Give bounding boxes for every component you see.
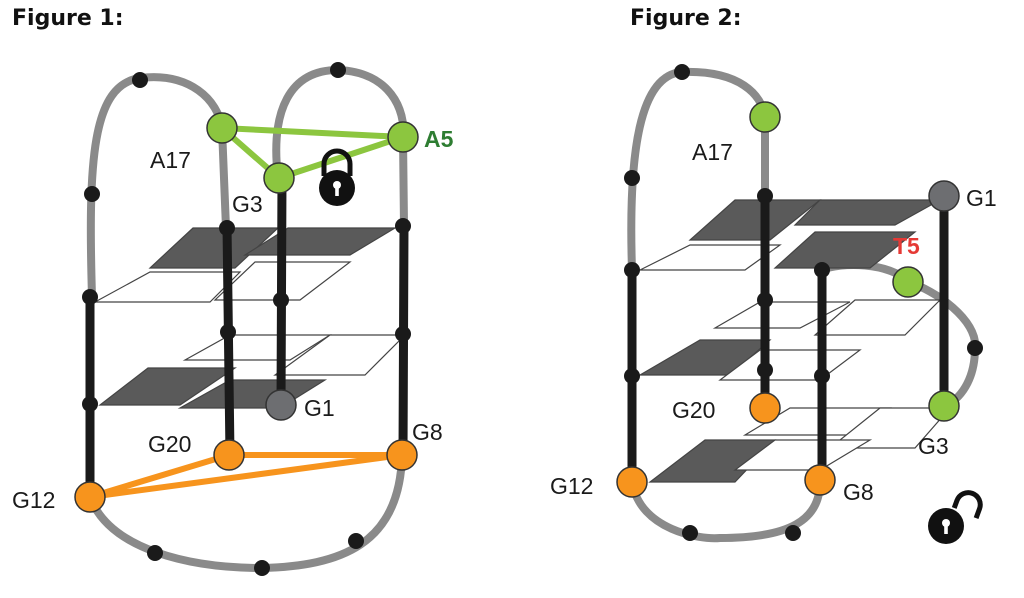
fig1-tetrad-top-dark-left bbox=[148, 227, 280, 269]
fig2-dot bbox=[785, 525, 801, 541]
figure-2-diagram: A17 G1 T5 G20 G3 G12 G8 bbox=[550, 64, 997, 544]
fig1-strand-mid-right bbox=[276, 173, 287, 410]
fig1-dot bbox=[84, 186, 100, 202]
fig2-tetrad-bottom-light-right bbox=[828, 407, 952, 449]
fig2-dot bbox=[624, 170, 640, 186]
fig2-node-g1 bbox=[928, 180, 960, 212]
fig1-dot bbox=[395, 326, 411, 342]
fig2-dot bbox=[814, 262, 830, 278]
fig2-node-g20 bbox=[749, 392, 781, 424]
fig2-node-a17 bbox=[749, 101, 781, 133]
figure-1-diagram: A17 A5 G3 G1 G20 G8 G12 bbox=[12, 62, 454, 576]
fig2-node-g3 bbox=[928, 390, 960, 422]
figure-2-title: Figure 2: bbox=[630, 6, 742, 31]
padlock-locked-icon bbox=[319, 148, 355, 206]
fig2-label-g3: G3 bbox=[918, 433, 949, 459]
fig2-dot bbox=[624, 262, 640, 278]
fig2-tetrad-top-light-left bbox=[639, 244, 782, 271]
fig1-label-a17: A17 bbox=[150, 147, 191, 173]
fig1-dot bbox=[147, 545, 163, 561]
fig1-node-g12 bbox=[74, 481, 106, 513]
fig2-label-g1: G1 bbox=[966, 185, 997, 211]
fig2-dot bbox=[682, 525, 698, 541]
fig1-tetrad-mid-light-left bbox=[182, 334, 333, 361]
fig1-left-top-loop bbox=[86, 73, 226, 301]
fig2-dot bbox=[757, 188, 773, 204]
fig2-tetrads bbox=[637, 199, 952, 483]
fig2-node-t5 bbox=[892, 266, 924, 298]
fig1-node-g3 bbox=[263, 162, 295, 194]
fig2-tetrad-bottom-dark-left bbox=[648, 439, 777, 483]
fig2-dot bbox=[814, 368, 830, 384]
fig2-node-g8 bbox=[804, 464, 836, 496]
fig1-node-g1 bbox=[265, 389, 297, 421]
fig1-label-a5: A5 bbox=[424, 126, 454, 152]
fig1-tetrad-bottom-dark-left bbox=[98, 367, 237, 406]
fig1-label-g1: G1 bbox=[304, 395, 335, 421]
fig1-dot bbox=[82, 396, 98, 412]
fig1-node-g8 bbox=[386, 439, 418, 471]
fig2-dot bbox=[967, 340, 983, 356]
fig1-node-g20 bbox=[213, 439, 245, 471]
fig1-dot bbox=[219, 220, 235, 236]
fig1-node-a5 bbox=[387, 121, 419, 153]
fig1-strand-mid-left bbox=[222, 221, 235, 460]
fig2-backbone-dots bbox=[624, 64, 983, 541]
fig2-node-g12 bbox=[616, 466, 648, 498]
fig1-orange-triangle bbox=[87, 452, 405, 500]
fig2-tetrad-mid-light-right bbox=[813, 299, 942, 336]
fig1-dot bbox=[82, 289, 98, 305]
fig1-tetrads bbox=[94, 227, 407, 409]
fig1-label-g3: G3 bbox=[232, 191, 263, 217]
fig2-tetrad-top-dark-left bbox=[688, 199, 822, 241]
fig2-tetrad-top-dark-right bbox=[793, 199, 943, 226]
fig1-tetrad-mid-light-right bbox=[273, 334, 407, 376]
fig2-bottom-loop bbox=[628, 478, 824, 543]
fig1-dot bbox=[348, 533, 364, 549]
fig1-dot bbox=[273, 292, 289, 308]
fig2-dot bbox=[757, 362, 773, 378]
fig1-label-g12: G12 bbox=[12, 487, 55, 513]
fig1-bottom-loop bbox=[86, 451, 406, 573]
fig1-green-triangle bbox=[219, 125, 406, 181]
fig2-dot bbox=[624, 368, 640, 384]
fig1-dot bbox=[132, 72, 148, 88]
fig1-right-top-loop bbox=[272, 65, 408, 182]
fig2-tetrad-top-dark-front bbox=[773, 231, 917, 269]
fig1-label-g8: G8 bbox=[412, 419, 443, 445]
fig1-label-g20: G20 bbox=[148, 431, 191, 457]
padlock-unlocked-icon bbox=[928, 490, 983, 544]
fig2-label-a17: A17 bbox=[692, 139, 733, 165]
fig2-label-g8: G8 bbox=[843, 479, 874, 505]
fig1-node-a17 bbox=[206, 112, 238, 144]
fig2-label-t5: T5 bbox=[893, 233, 920, 259]
fig2-label-g12: G12 bbox=[550, 473, 593, 499]
fig1-dot bbox=[395, 218, 411, 234]
figure-1-title: Figure 1: bbox=[12, 6, 124, 31]
fig1-a17-descent bbox=[218, 124, 230, 232]
fig1-dot bbox=[330, 62, 346, 78]
fig2-label-g20: G20 bbox=[672, 397, 715, 423]
fig1-dot bbox=[254, 560, 270, 576]
fig2-dot bbox=[674, 64, 690, 80]
fig1-tetrad-top-light-left bbox=[94, 271, 242, 303]
fig1-dot bbox=[220, 324, 236, 340]
fig1-backbone-dots bbox=[82, 62, 411, 576]
fig2-dot bbox=[757, 292, 773, 308]
